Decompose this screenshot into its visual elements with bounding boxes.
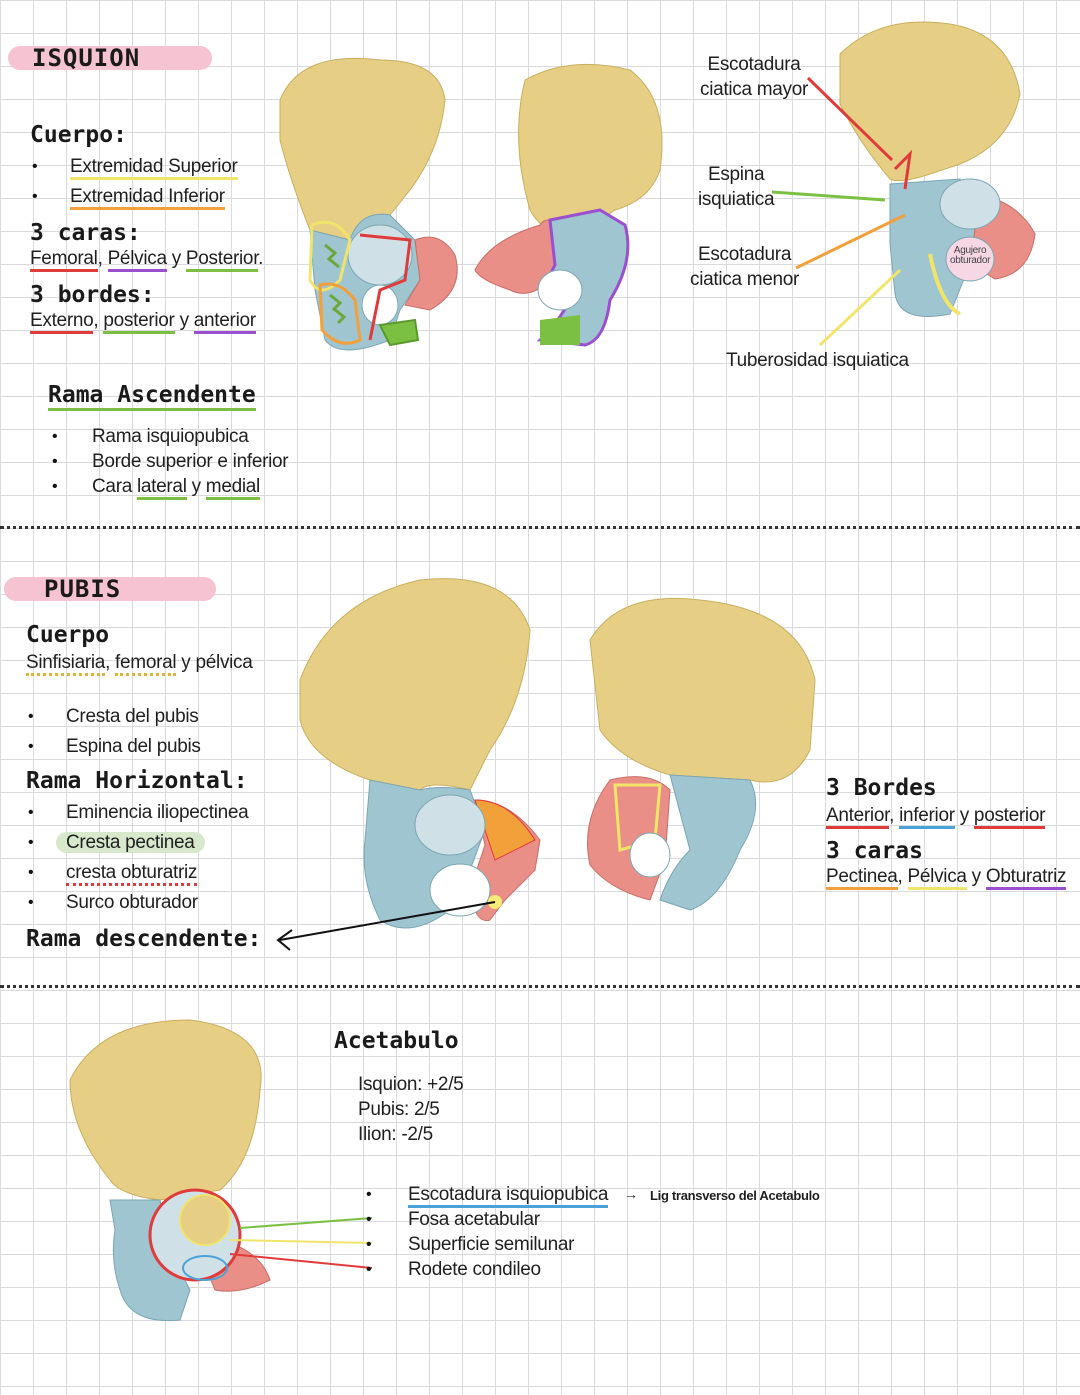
pubis-bordes-heading: 3 Bordes	[826, 775, 937, 801]
isquion-caras-list: Femoral, Pélvica y Posterior.	[30, 248, 263, 272]
pubis-cuerpo-caras: Sinfisiaria, femoral y pélvica	[26, 652, 253, 676]
borde-anterior: anterior	[193, 310, 256, 334]
isquion-pointer-lines	[771, 76, 906, 347]
pubis-cuerpo-heading: Cuerpo	[26, 622, 110, 648]
bullet: •	[32, 158, 38, 175]
cara-femoral: femoral	[115, 652, 177, 676]
bullet: •	[366, 1261, 372, 1278]
bullet: •	[366, 1236, 372, 1253]
isquion-caras-heading: 3 caras:	[30, 220, 141, 246]
cara-sinfisiaria: Sinfisiaria	[26, 652, 105, 676]
borde-posterior: posterior	[103, 310, 175, 334]
acetabulo-heading: Acetabulo	[334, 1028, 459, 1054]
label-espina-isquiatica: Espina isquiatica	[698, 164, 775, 210]
bullet: •	[52, 453, 58, 470]
cara-femoral: Femoral	[30, 248, 98, 272]
pubis-bones-illustration	[299, 578, 816, 929]
pubis-item-espina: Espina del pubis	[66, 736, 201, 757]
rama-horizontal-heading: Rama Horizontal:	[26, 768, 248, 794]
section-divider	[0, 526, 1080, 529]
pubis-bordes-list: Anterior, inferior y posterior	[826, 805, 1045, 829]
isquion-cuerpo-heading: Cuerpo:	[30, 122, 127, 148]
rama-h-cresta-pectinea: Cresta pectinea	[56, 832, 205, 853]
acetabulo-superficie-semilunar: Superficie semilunar	[408, 1234, 575, 1255]
pubis-item-cresta: Cresta del pubis	[66, 706, 199, 727]
acetabulo-rodete: Rodete condileo	[408, 1259, 541, 1280]
label-escotadura-ciatica-mayor: Escotadura ciatica mayor	[700, 54, 809, 100]
acetabulo-bone-illustration	[69, 1019, 271, 1322]
isquion-labeled-bone	[839, 21, 1036, 317]
pubis-caras-list: Pectinea, Pélvica y Obturatriz	[826, 866, 1067, 890]
rama-h-eminencia: Eminencia iliopectinea	[66, 802, 249, 823]
label-escotadura-ciatica-menor: Escotadura ciatica menor	[690, 244, 800, 290]
isquion-bones-illustration	[279, 57, 663, 351]
cara-lateral: lateral	[136, 476, 187, 500]
cara-pelvica: Pélvica	[907, 866, 967, 890]
isquion-bordes-list: Externo, posterior y anterior	[30, 310, 256, 334]
section-divider	[0, 985, 1080, 988]
rama-item-caras: Cara lateral y medial	[92, 476, 260, 500]
isquion-title-highlight	[8, 46, 212, 70]
cara-pectinea: Pectinea	[826, 866, 898, 890]
rama-h-surco-obturador: Surco obturador	[66, 892, 198, 913]
bullet: •	[52, 478, 58, 495]
cuerpo-item-extremidad-inferior: Extremidad Inferior	[70, 186, 225, 210]
acetabulo-pointer-lines	[229, 1217, 373, 1269]
bullet: •	[28, 738, 34, 755]
bullet: •	[32, 188, 38, 205]
bullet: •	[366, 1211, 372, 1228]
borde-posterior: posterior	[973, 805, 1045, 829]
cara-pelvica: pélvica	[195, 652, 253, 673]
rama-ascendente-heading: Rama Ascendente	[48, 382, 256, 411]
rama-h-cresta-obturatriz: cresta obturatriz	[66, 862, 197, 886]
rama-descendente-arrow	[276, 901, 496, 951]
bullet: •	[28, 834, 34, 851]
ligament-transverso: Lig transverso del Acetabulo	[650, 1188, 820, 1203]
cara-medial: medial	[205, 476, 260, 500]
isquion-title: ISQUION	[32, 44, 141, 72]
pubis-title: PUBIS	[44, 575, 122, 603]
pubis-title-highlight	[4, 577, 216, 601]
composition-ilion: Ilion: -2/5	[358, 1124, 433, 1145]
rama-item-isquiopubica: Rama isquiopubica	[92, 426, 249, 447]
bullet: •	[28, 894, 34, 911]
bullet: •	[28, 804, 34, 821]
label-agujero-obturador: Agujero obturador	[950, 245, 991, 266]
bullet: •	[366, 1186, 372, 1203]
borde-inferior: inferior	[899, 805, 955, 829]
label-tuberosidad-isquiatica: Tuberosidad isquiatica	[726, 350, 909, 371]
cara-obturatriz: Obturatriz	[985, 866, 1067, 890]
bullet: •	[52, 428, 58, 445]
pubis-caras-heading: 3 caras	[826, 838, 923, 864]
acetabulo-escotadura-isquiopubica: Escotadura isquiopubica	[408, 1184, 608, 1208]
cuerpo-item-extremidad-superior: Extremidad Superior	[70, 156, 238, 180]
borde-anterior: Anterior	[826, 805, 889, 829]
bullet: •	[28, 708, 34, 725]
rama-descendente-heading: Rama descendente:	[26, 926, 262, 952]
composition-pubis: Pubis: 2/5	[358, 1099, 440, 1120]
cara-posterior: Posterior	[185, 248, 258, 272]
ligament-arrow: →	[624, 1186, 638, 1202]
composition-isquion: Isquion: +2/5	[358, 1074, 464, 1095]
bullet: •	[28, 864, 34, 881]
acetabulo-fosa: Fosa acetabular	[408, 1209, 540, 1230]
borde-externo: Externo	[30, 310, 94, 334]
cara-pelvica: Pélvica	[107, 248, 167, 272]
isquion-bordes-heading: 3 bordes:	[30, 282, 155, 308]
rama-item-bordes: Borde superior e inferior	[92, 451, 289, 472]
